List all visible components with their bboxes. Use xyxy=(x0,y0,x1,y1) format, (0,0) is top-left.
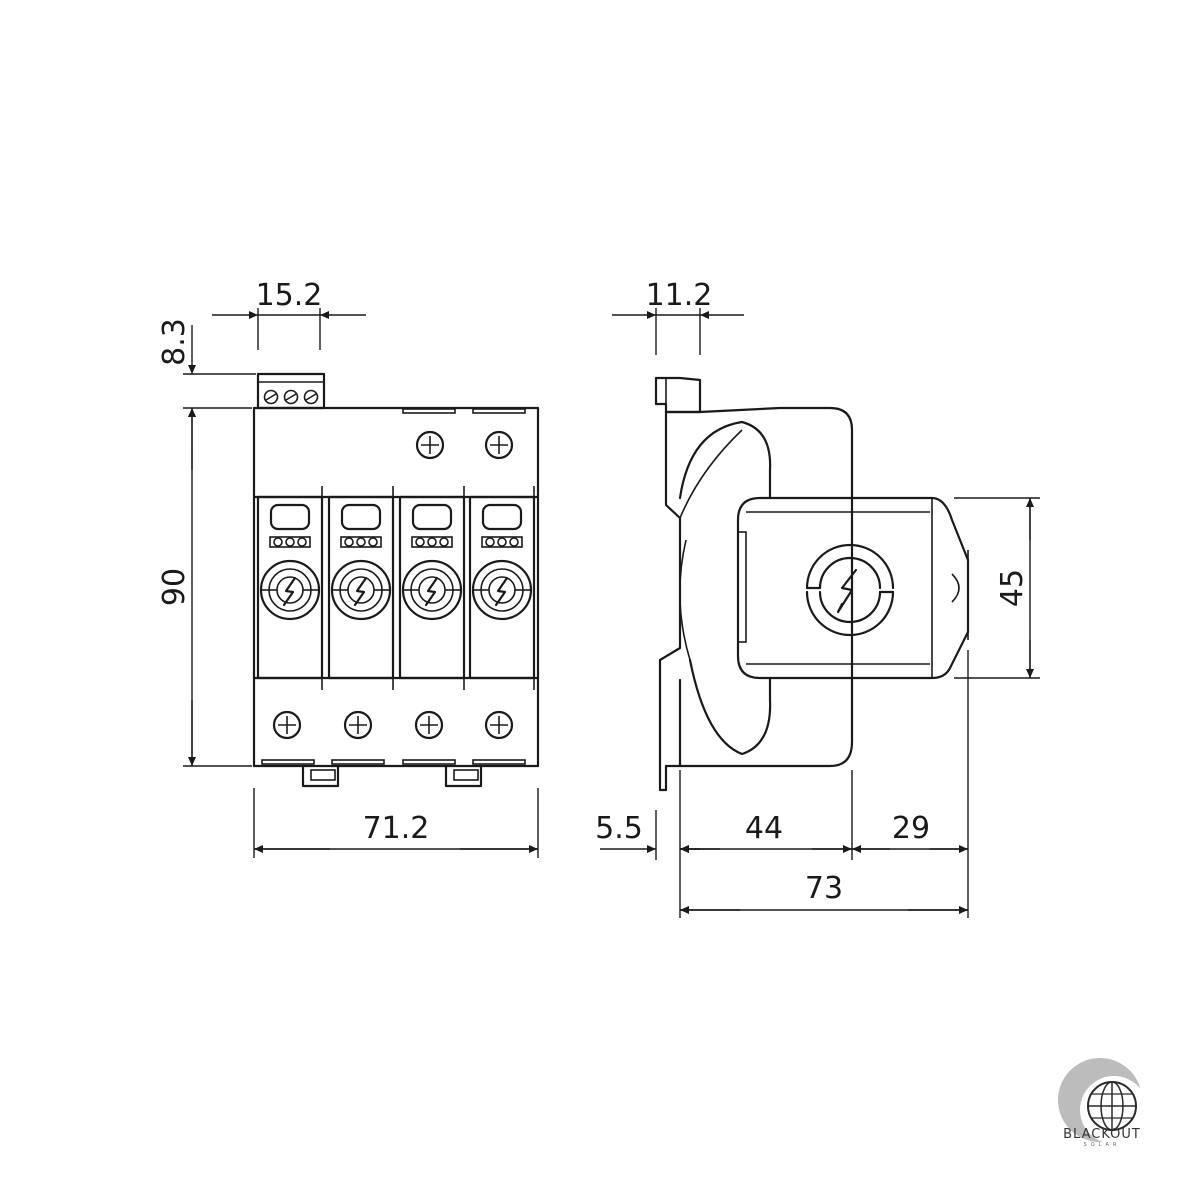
plug-in-modules xyxy=(256,486,536,690)
rail-hook xyxy=(654,376,702,414)
lightning-symbol-icon xyxy=(805,543,895,637)
rear-profile xyxy=(658,410,682,792)
front-dimensions: 15.2 8.3 90 71.2 xyxy=(157,278,539,858)
dim-pitch-label: 15.2 xyxy=(256,278,323,313)
side-view xyxy=(654,376,970,792)
side-dimensions: 11.2 45 5.5 44 29 73 xyxy=(595,278,1040,918)
logo-text: BLACKOUT xyxy=(1063,1127,1141,1142)
brand-logo: BLACKOUT SOLAR xyxy=(1058,1058,1148,1148)
lightning-symbol-icon xyxy=(259,559,321,621)
screw-icon xyxy=(272,710,302,740)
dim-width-label: 71.2 xyxy=(363,811,430,846)
din-clip xyxy=(301,764,340,788)
screw-icon xyxy=(414,710,444,740)
body-outline xyxy=(664,406,854,768)
lightning-symbol-icon xyxy=(471,559,533,621)
lightning-symbol-icon xyxy=(401,559,463,621)
globe-icon xyxy=(1087,1081,1137,1131)
status-window xyxy=(411,503,453,531)
dim-height-label: 90 xyxy=(157,568,192,606)
top-terminal-block xyxy=(256,372,326,410)
top-screws xyxy=(415,430,514,460)
screw-icon xyxy=(484,430,514,460)
status-window xyxy=(269,503,311,531)
base-outline xyxy=(252,406,540,768)
dim-module-depth-label: 29 xyxy=(892,811,930,846)
dim-rail-depth-label: 5.5 xyxy=(595,811,643,846)
bottom-screws xyxy=(272,710,514,740)
dim-total-depth-label: 73 xyxy=(805,871,843,906)
plug-in-module xyxy=(327,486,395,690)
lightning-symbol-icon xyxy=(330,559,392,621)
din-clip xyxy=(444,764,483,788)
logo-subtext: SOLAR xyxy=(1084,1142,1121,1148)
status-window xyxy=(481,503,523,531)
screw-icon xyxy=(343,710,373,740)
dim-rail-width-label: 11.2 xyxy=(646,278,713,313)
front-view xyxy=(252,372,540,788)
status-window xyxy=(340,503,382,531)
screw-icon xyxy=(484,710,514,740)
dim-module-height-label: 45 xyxy=(995,569,1030,607)
dim-body-depth-label: 44 xyxy=(745,811,783,846)
dim-terminal-height-label: 8.3 xyxy=(157,318,192,366)
plug-in-module xyxy=(398,486,466,690)
plug-in-module xyxy=(256,486,324,690)
screw-icon xyxy=(415,430,445,460)
plug-in-module xyxy=(468,486,536,690)
